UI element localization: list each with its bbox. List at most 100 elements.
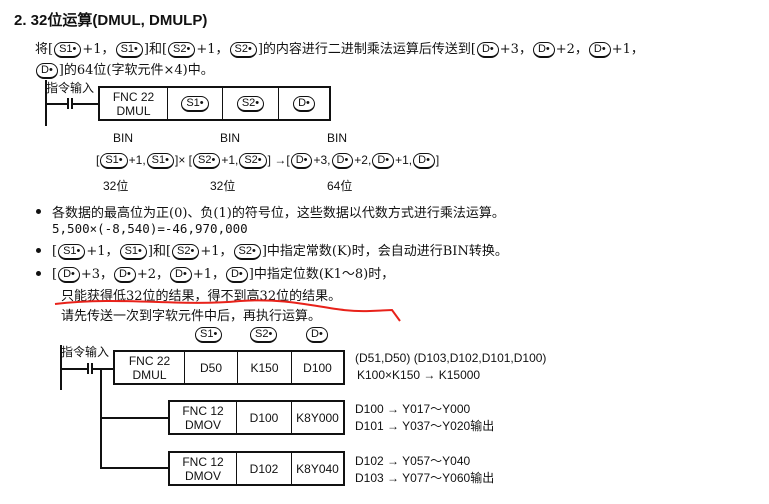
text: +1， (82, 42, 115, 57)
mnemonic: DMOV (185, 417, 221, 432)
note: (D51,D50) (D103,D102,D101,D100) (355, 351, 547, 365)
operand-d: D• (58, 266, 80, 283)
note: D103 → Y077～Y060输出 (355, 471, 495, 485)
operand-d: D• (114, 266, 136, 283)
operand-d: D• (331, 153, 354, 169)
bin-label: BIN (220, 131, 241, 145)
text: +3， (499, 42, 532, 57)
operand-cell: D100 (237, 402, 292, 433)
mnemonic: DMUL (132, 367, 167, 382)
bullet-text: [S1•+1，S1•]和[S2•+1，S2•]中指定常数(K)时，会自动进行BI… (52, 240, 508, 260)
branch-wire (100, 467, 168, 469)
wire (92, 368, 114, 370)
operand-s1: S1• (54, 41, 82, 58)
operand-s1: S1• (146, 153, 174, 169)
operand-d: D• (588, 41, 611, 58)
operand-s1: S1• (181, 95, 209, 112)
operand-s2: S2• (193, 153, 221, 169)
bullet-text: 各数据的最高位为正(0)、负(1)的符号位，这些数据以代数方式进行乘法运算。 (52, 206, 505, 221)
power-rail (60, 345, 62, 390)
operand-d: D• (372, 153, 395, 169)
operand-cell: D100 (303, 360, 332, 375)
bullet-icon (36, 271, 41, 276)
text: ]的内容进行二进制乘法运算后传送到[ (257, 42, 476, 57)
mnemonic: DMOV (185, 468, 221, 483)
operand-cell: K150 (238, 352, 292, 383)
formula-line: [S1•+1,S1•]× [S2•+1,S2•] →[D•+3,D•+2,D•+… (96, 153, 439, 169)
text: +1， (196, 42, 229, 57)
width-label: 64位 (327, 179, 353, 193)
operand-s2: S2• (233, 243, 261, 260)
wire (60, 368, 87, 370)
text: +1， (200, 244, 233, 259)
d-cell: D• (279, 88, 329, 119)
operand-s2: S2• (239, 153, 267, 169)
width-label: 32位 (210, 179, 236, 193)
operand-d: D• (225, 266, 248, 283)
text: ] (435, 153, 440, 168)
s1-cell: S1• (168, 88, 223, 119)
text: +1, (128, 153, 146, 168)
operand-d: D• (476, 41, 499, 58)
contact-icon (91, 363, 93, 374)
operand-s1: S1• (195, 327, 223, 343)
bullet-text: 请先传送一次到字软元件中后，再执行运算。 (61, 309, 322, 324)
contact-icon (67, 98, 69, 109)
contact-icon (71, 98, 73, 109)
text: +1， (611, 42, 644, 57)
operand-cell: D50 (185, 352, 238, 383)
text: ]的64位(字软元件×4)中。 (58, 63, 214, 78)
operand-cell: K8Y000 (296, 410, 339, 425)
bin-label: BIN (113, 131, 134, 145)
text: [ (52, 244, 58, 259)
operand-d: D• (293, 95, 315, 112)
text: +2， (555, 42, 588, 57)
text: +1， (192, 267, 225, 282)
operand-d: D• (413, 153, 435, 169)
text: +3, (313, 153, 331, 168)
bullet-text: [D•+3，D•+2，D•+1，D•]中指定位数(K1～8)时， (52, 263, 394, 283)
text: →[ (274, 153, 290, 168)
bullet-icon (36, 209, 41, 214)
operand-cell: K8Y040 (296, 461, 339, 476)
operand-cell: D102 (237, 453, 292, 484)
text: [ (188, 153, 193, 168)
text: ]中指定位数(K1～8)时， (248, 267, 395, 282)
note: D100 → Y017～Y000 (355, 402, 471, 416)
note: D101 → Y037～Y020输出 (355, 419, 495, 433)
example-calc: 5,500×(-8,540)=-46,970,000 (52, 221, 248, 236)
text: ] (267, 153, 271, 168)
width-label: 32位 (103, 179, 129, 193)
operand-d: D• (36, 62, 58, 79)
operand-d: D• (306, 327, 328, 343)
s2-cell: S2• (223, 88, 279, 119)
text: +3， (80, 267, 114, 282)
bullet-icon (36, 248, 41, 253)
text: 将[ (35, 42, 54, 57)
operand-d: D• (170, 266, 192, 283)
operand-s1: S1• (100, 153, 128, 169)
fnc-number: FNC 12 (182, 403, 224, 418)
section-title: 2. 32位运算(DMUL, DMULP) (14, 12, 208, 29)
instruction-input-label: 指令输入 (46, 81, 95, 95)
branch-wire (100, 417, 168, 419)
instruction-input-label: 指令输入 (61, 345, 110, 359)
fnc-number: FNC 22 (112, 89, 155, 104)
operand-s2: S2• (172, 243, 200, 260)
fnc-number: FNC 12 (182, 454, 224, 469)
text: ]和[ (143, 42, 168, 57)
operand-s1: S1• (58, 243, 86, 260)
mnemonic: DMUL (116, 103, 151, 118)
wire (45, 103, 67, 105)
text: +2, (354, 153, 372, 168)
text: +1， (86, 244, 119, 259)
contact-icon (87, 363, 89, 374)
text: +1, (395, 153, 413, 168)
